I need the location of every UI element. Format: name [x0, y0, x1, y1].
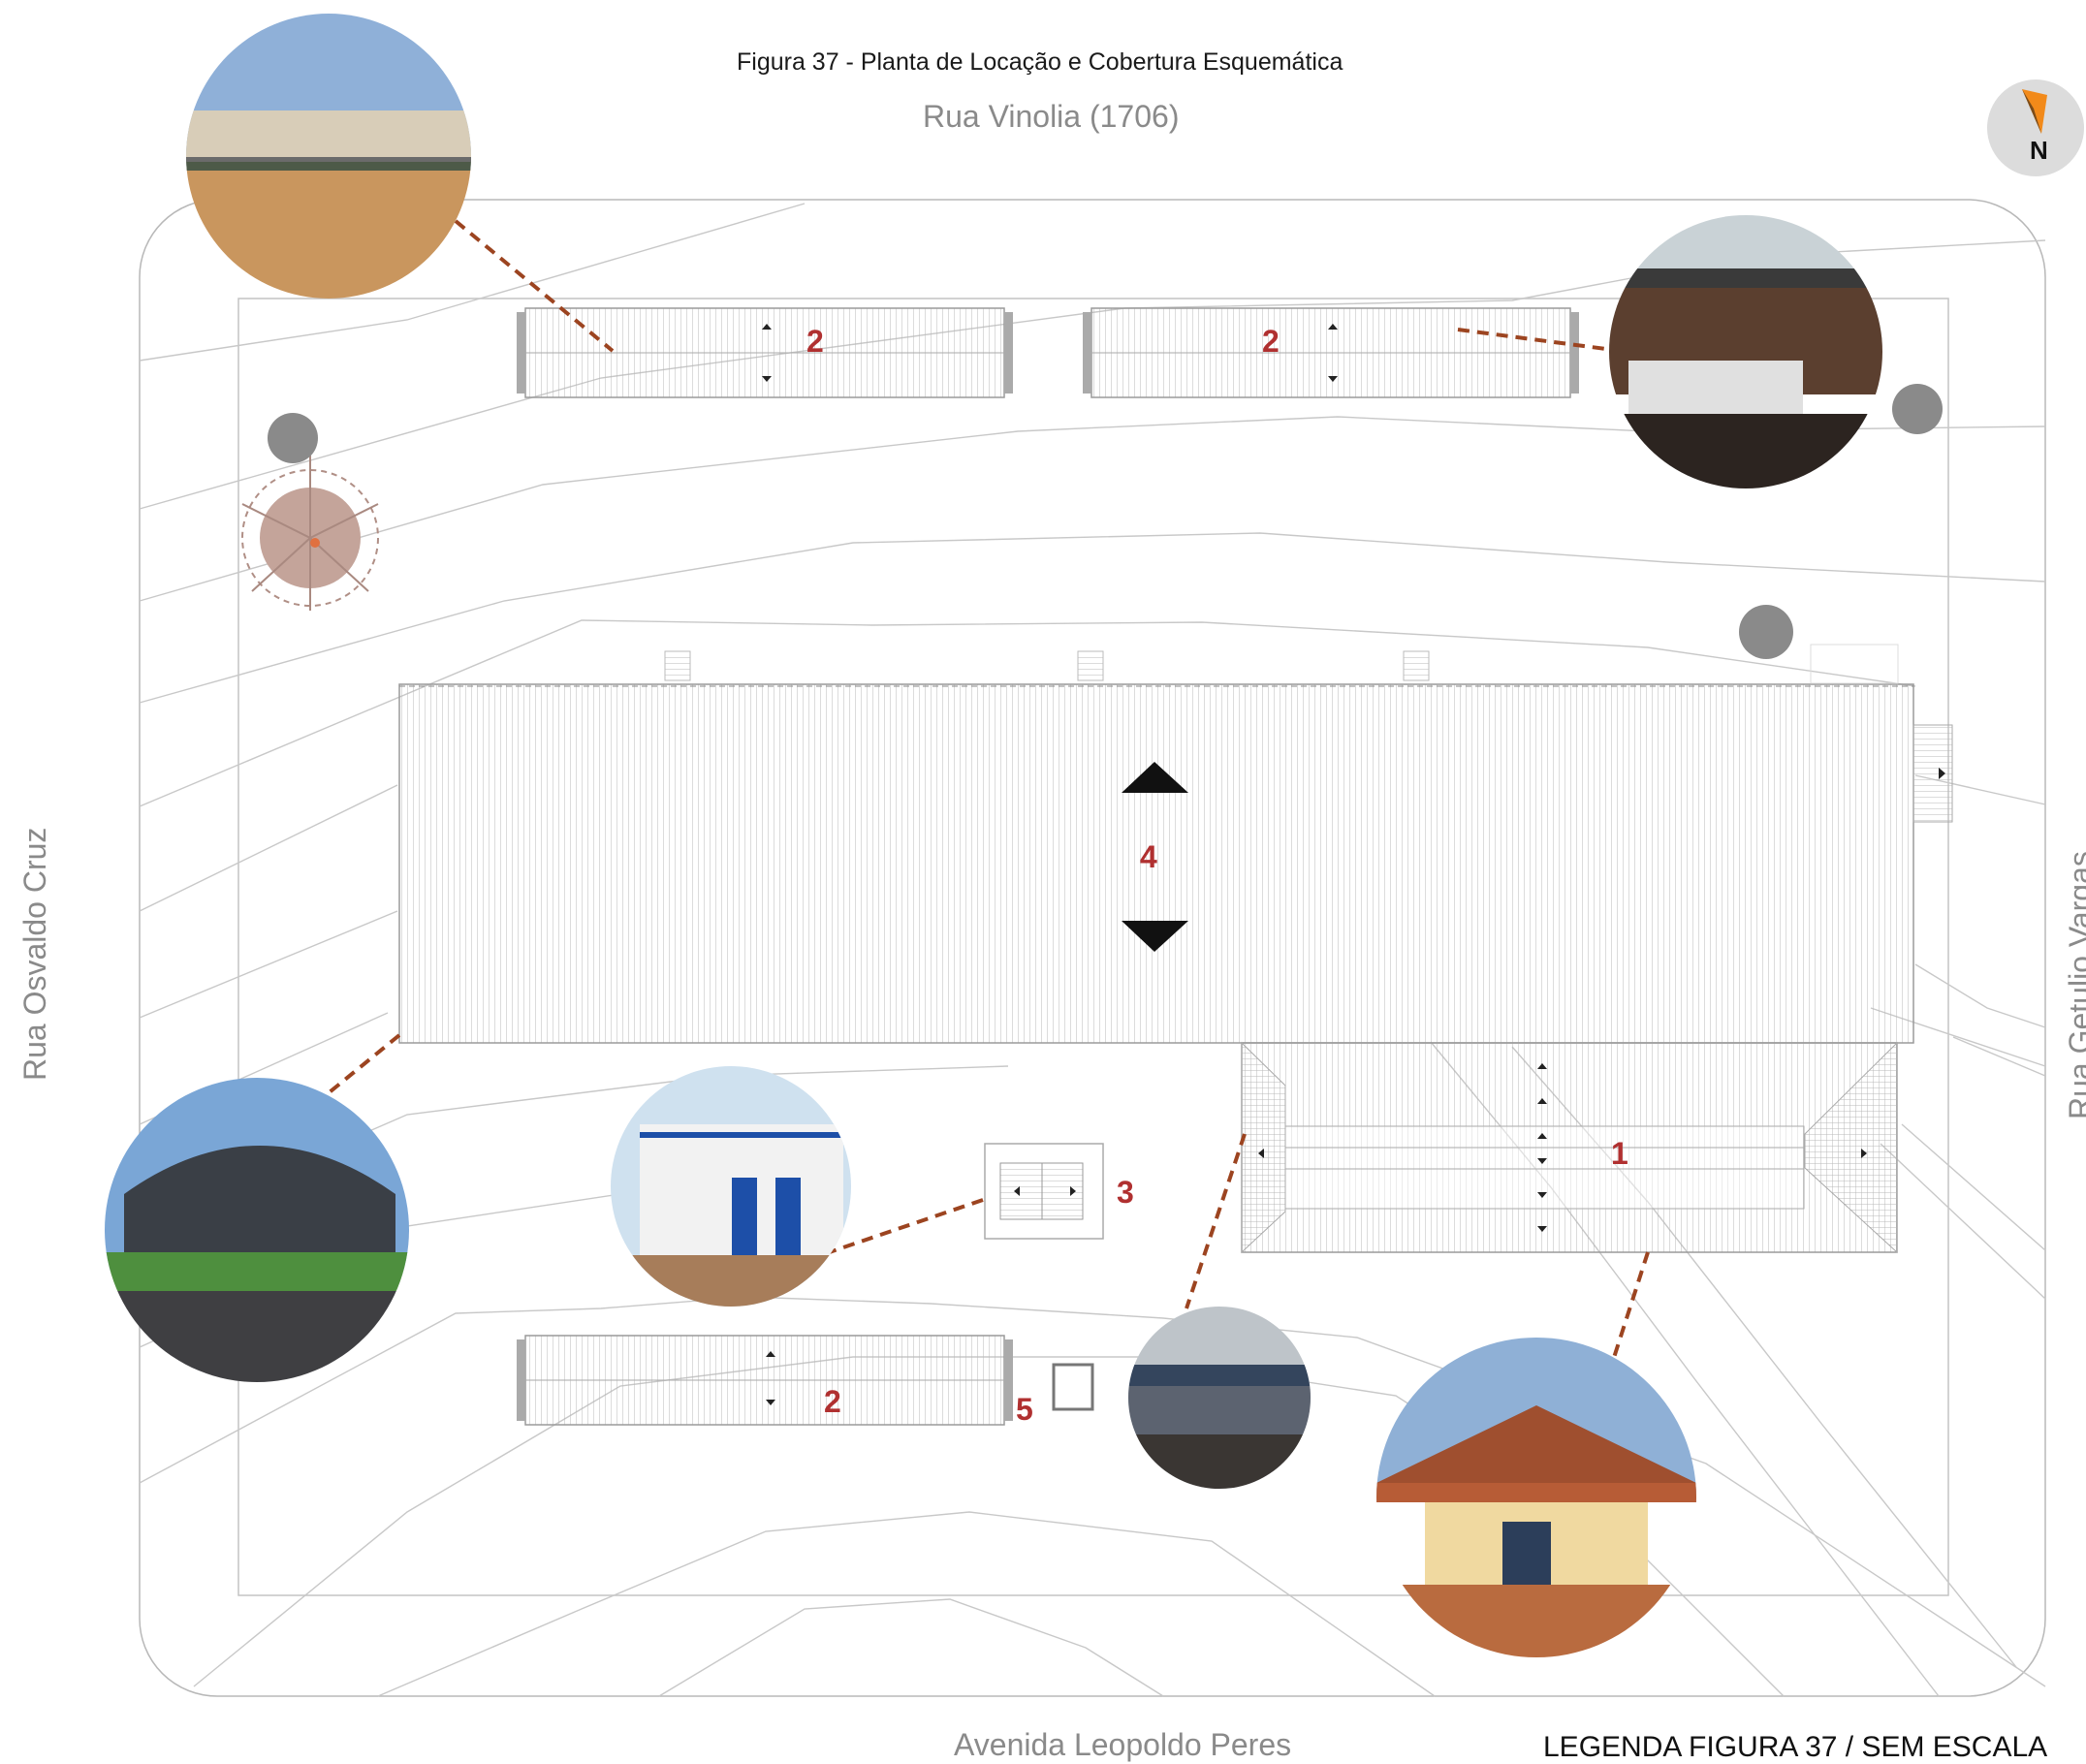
street-east: Rua Getulio Vargas: [2063, 851, 2086, 1119]
photo-center: [611, 1066, 851, 1307]
photo-north-east: [1609, 215, 1882, 488]
block-label-2b: 2: [1262, 324, 1280, 359]
photo-north-west: [186, 14, 471, 299]
compass-label: N: [2030, 136, 2048, 165]
north-arrow-icon: [2022, 89, 2047, 134]
lot-boundary: [139, 199, 2046, 1697]
block-label-2c: 2: [824, 1384, 841, 1419]
street-south: Avenida Leopoldo Peres: [954, 1727, 1292, 1762]
building-3: [984, 1143, 1104, 1240]
building-5: [1052, 1363, 1094, 1411]
building-2c: [517, 1335, 1013, 1426]
block-label-1: 1: [1611, 1136, 1628, 1171]
building-1: [1241, 1041, 1898, 1254]
block-label-2a: 2: [806, 324, 824, 359]
photo-west: [105, 1078, 409, 1382]
north-compass: N: [1987, 79, 2084, 176]
street-north: Rua Vinolia (1706): [923, 99, 1180, 134]
building-2a: [517, 307, 1013, 398]
legend-title: LEGENDA FIGURA 37 / SEM ESCALA: [1543, 1731, 2048, 1763]
tree-small: [268, 384, 1943, 659]
block-label-5: 5: [1016, 1392, 1033, 1427]
block-label-3: 3: [1117, 1175, 1134, 1210]
tree-large: [241, 456, 379, 611]
figure-title: Figura 37 - Planta de Locação e Cobertur…: [737, 48, 1343, 76]
photo-south-center: [1128, 1307, 1311, 1489]
photo-south-east: [1376, 1338, 1696, 1657]
street-west: Rua Osvaldo Cruz: [17, 827, 52, 1081]
block-label-4: 4: [1140, 839, 1157, 874]
inner-boundary: [237, 298, 1949, 1596]
leader-lines: [318, 219, 1650, 1368]
building-2b: [1083, 307, 1579, 398]
building-4: [398, 644, 1953, 1044]
